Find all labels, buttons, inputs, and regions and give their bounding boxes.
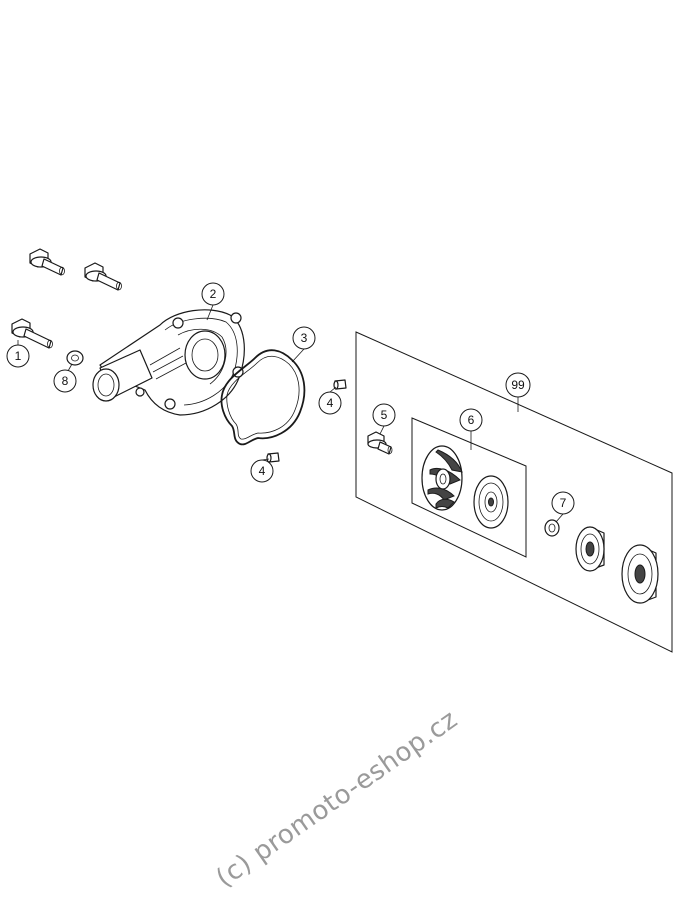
dowel-pin-lower <box>266 452 280 463</box>
leader-5 <box>379 425 385 435</box>
washer-8 <box>66 350 84 366</box>
washer-7 <box>544 519 560 537</box>
callout-label: 4 <box>327 396 334 410</box>
callout-7: 7 <box>551 491 575 515</box>
watermark: (c) promoto-eshop.cz <box>211 704 463 893</box>
leader-4a <box>329 386 337 393</box>
callout-label: 6 <box>468 413 475 427</box>
callout-2: 2 <box>201 282 225 306</box>
callout-label: 8 <box>62 374 69 388</box>
callout-1: 1 <box>6 344 30 368</box>
gasket-3 <box>220 349 306 446</box>
callout-label: 4 <box>259 464 266 478</box>
bolt-top-right <box>84 262 122 291</box>
bolt-5 <box>367 431 393 455</box>
leader-7 <box>555 513 564 523</box>
dowel-pin-upper <box>333 379 347 390</box>
bearing-small <box>575 526 605 572</box>
leader-8 <box>67 363 73 372</box>
pump-cover-housing <box>92 309 245 416</box>
kit-frame-99 <box>355 331 673 653</box>
bolt-left-1 <box>11 318 53 349</box>
callout-label: 2 <box>210 287 217 301</box>
callout-5: 5 <box>372 403 396 427</box>
callout-4-upper: 4 <box>318 391 342 415</box>
callout-label: 7 <box>560 496 567 510</box>
leader-3 <box>291 348 305 363</box>
impeller-shaft-seal <box>473 475 509 529</box>
impeller-frame-6 <box>411 417 527 558</box>
callout-6: 6 <box>459 408 483 432</box>
callout-8: 8 <box>53 369 77 393</box>
callout-label: 3 <box>301 331 308 345</box>
callout-3: 3 <box>292 326 316 350</box>
impeller <box>421 445 463 511</box>
callout-99: 99 <box>505 372 531 398</box>
callout-label: 5 <box>381 408 388 422</box>
bearing-large <box>621 544 659 604</box>
bolt-top-left <box>29 248 65 276</box>
callout-4-lower: 4 <box>250 459 274 483</box>
callout-label: 99 <box>511 378 525 392</box>
callout-label: 1 <box>15 349 22 363</box>
leader-2 <box>206 304 214 321</box>
